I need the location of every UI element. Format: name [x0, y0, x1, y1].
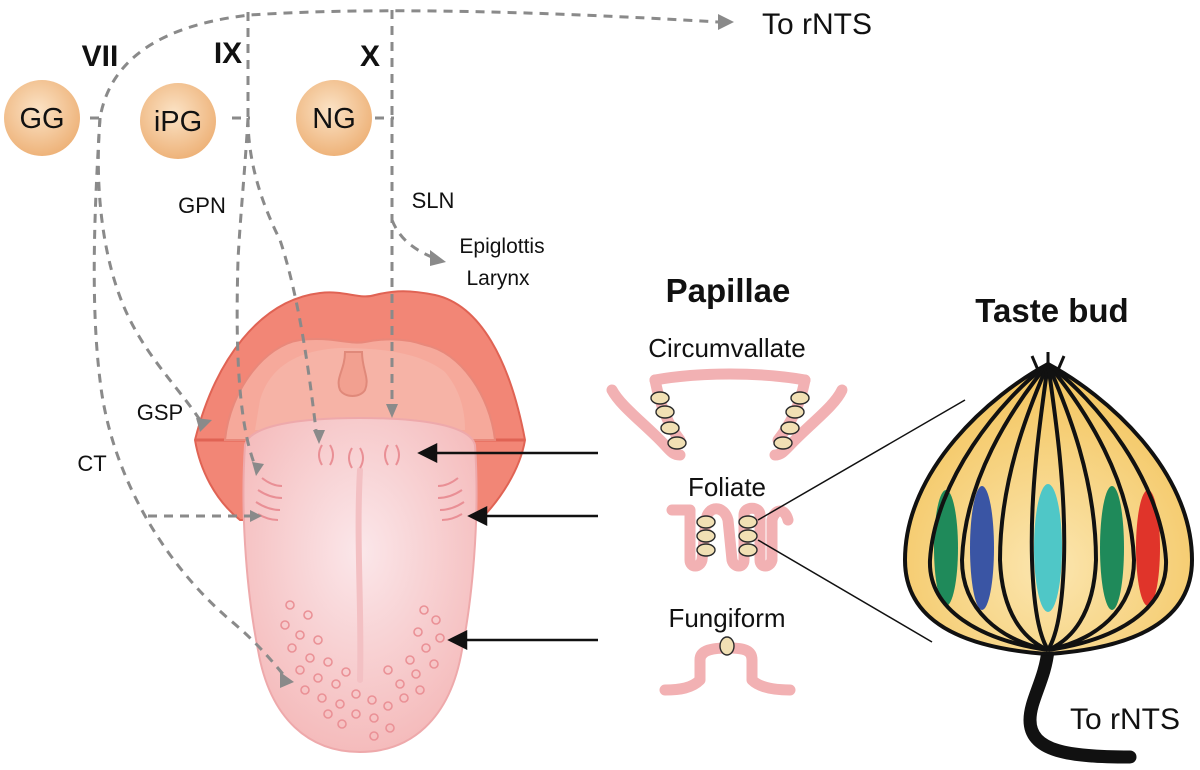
receptor-cell-2 [970, 486, 994, 610]
ganglion-ng-label: NG [312, 103, 356, 135]
uvula [337, 351, 368, 397]
circumvallate-papilla [606, 368, 848, 461]
circumvallate-taste-buds [650, 391, 810, 450]
receptor-cell-5 [1136, 490, 1160, 606]
taste-bud-receptor-cells [934, 484, 1160, 612]
epiglottis-label: Epiglottis [459, 235, 544, 258]
nerve-vii-label: VII [82, 40, 119, 73]
foliate-papilla [666, 502, 794, 572]
zoom-line-upper [757, 399, 966, 521]
ganglion-ipg: iPG [140, 83, 216, 159]
sln-label: SLN [412, 188, 455, 213]
mouth-illustration [193, 290, 527, 754]
tongue-foliate-marks [255, 477, 465, 521]
larynx-label: Larynx [466, 267, 530, 290]
ct-label: CT [77, 451, 106, 476]
fungiform-label: Fungiform [668, 603, 785, 633]
to-rnts-top-label: To rNTS [762, 8, 872, 41]
receptor-cell-4 [1100, 486, 1124, 610]
zoom-line-lower [757, 539, 933, 643]
foliate-label: Foliate [688, 472, 766, 502]
tongue-circumvallate-marks [318, 444, 400, 469]
ganglion-ipg-label: iPG [154, 106, 202, 138]
gsp-label: GSP [137, 400, 183, 425]
to-rnts-bottom-label: To rNTS [1070, 703, 1180, 736]
nerve-x-label: X [360, 40, 380, 73]
ganglion-gg: GG [4, 80, 80, 156]
foliate-taste-buds [696, 515, 758, 557]
taste-bud-nerve-fiber [1023, 643, 1137, 764]
papillae-arrows [417, 442, 598, 651]
circumvallate-label: Circumvallate [648, 333, 806, 363]
ganglion-gg-label: GG [19, 103, 64, 135]
fungiform-papilla [659, 636, 796, 696]
taste-bud [902, 352, 1195, 764]
taste-bud-title: Taste bud [975, 292, 1128, 329]
receptor-cell-3 [1034, 484, 1062, 612]
nerve-ix-label: IX [214, 37, 242, 70]
papillae-title: Papillae [666, 272, 791, 309]
nerve-pathways [90, 9, 734, 688]
tongue-fungiform-dots [280, 600, 445, 741]
receptor-cell-1 [934, 490, 958, 606]
gpn-label: GPN [178, 193, 226, 218]
ganglion-ng: NG [296, 80, 372, 156]
